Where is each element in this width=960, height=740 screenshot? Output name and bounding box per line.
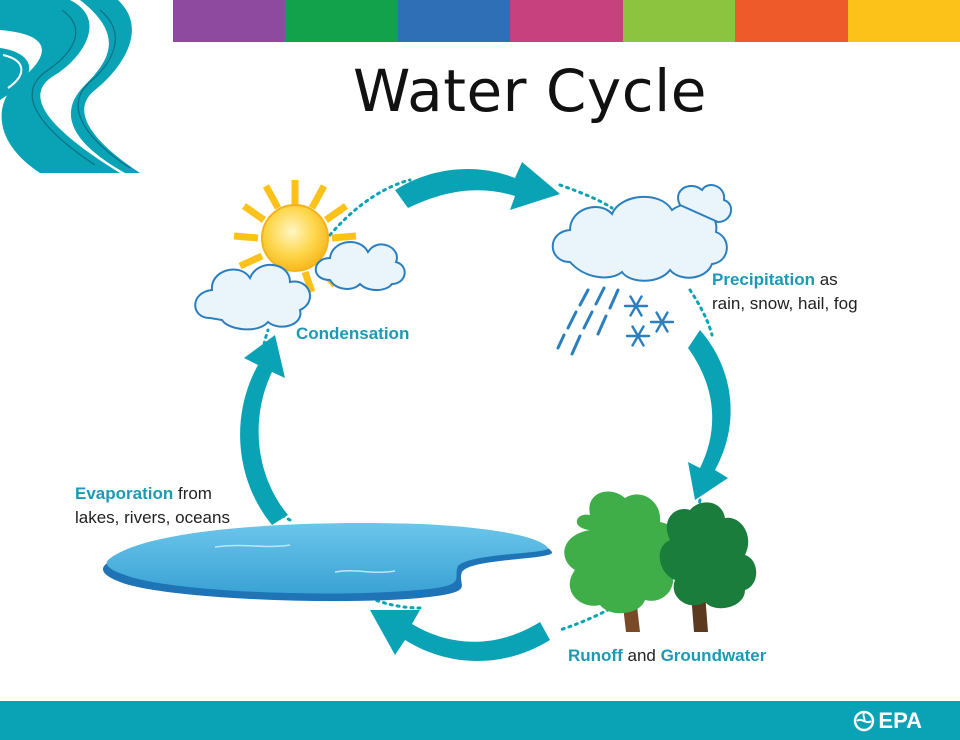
label-evaporation: Evaporation from lakes, rivers, oceans (75, 482, 230, 530)
color-stripe-3 (397, 0, 511, 42)
color-stripe-4 (510, 0, 623, 42)
evaporation-term: Evaporation (75, 484, 174, 503)
rain-icon (556, 286, 620, 356)
precipitation-term: Precipitation (712, 270, 815, 289)
runoff-connector: and (622, 646, 661, 665)
evaporation-suffix: from (173, 484, 212, 503)
label-precipitation: Precipitation as rain, snow, hail, fog (712, 268, 858, 316)
epa-logo-icon (854, 710, 875, 732)
sun-icon (233, 180, 357, 294)
page-title: Water Cycle (353, 57, 707, 125)
groundwater-term: Groundwater (660, 646, 767, 665)
label-condensation: Condensation (296, 322, 409, 346)
color-stripe-bar (173, 0, 960, 42)
precipitation-detail: rain, snow, hail, fog (712, 294, 858, 313)
precipitation-suffix: as (814, 270, 838, 289)
label-runoff: Runoff and Groundwater (568, 644, 766, 668)
color-stripe-2 (285, 0, 398, 42)
color-stripe-1 (173, 0, 286, 42)
color-stripe-6 (735, 0, 848, 42)
runoff-term: Runoff (568, 646, 623, 665)
footer-bar: EPA (0, 701, 960, 740)
tree-icon (564, 491, 757, 632)
condensation-term: Condensation (296, 324, 410, 343)
arrow-icon (240, 162, 731, 661)
cloud-icon (194, 240, 406, 331)
color-stripe-7 (847, 0, 960, 42)
epa-logo: EPA (853, 708, 922, 734)
evaporation-detail: lakes, rivers, oceans (75, 508, 230, 527)
river-logo-icon (0, 0, 173, 173)
lake-icon (102, 523, 553, 602)
epa-logo-text: EPA (878, 708, 922, 733)
color-stripe-5 (622, 0, 736, 42)
cloud-icon (551, 184, 733, 282)
snowflake-icon (623, 295, 675, 347)
